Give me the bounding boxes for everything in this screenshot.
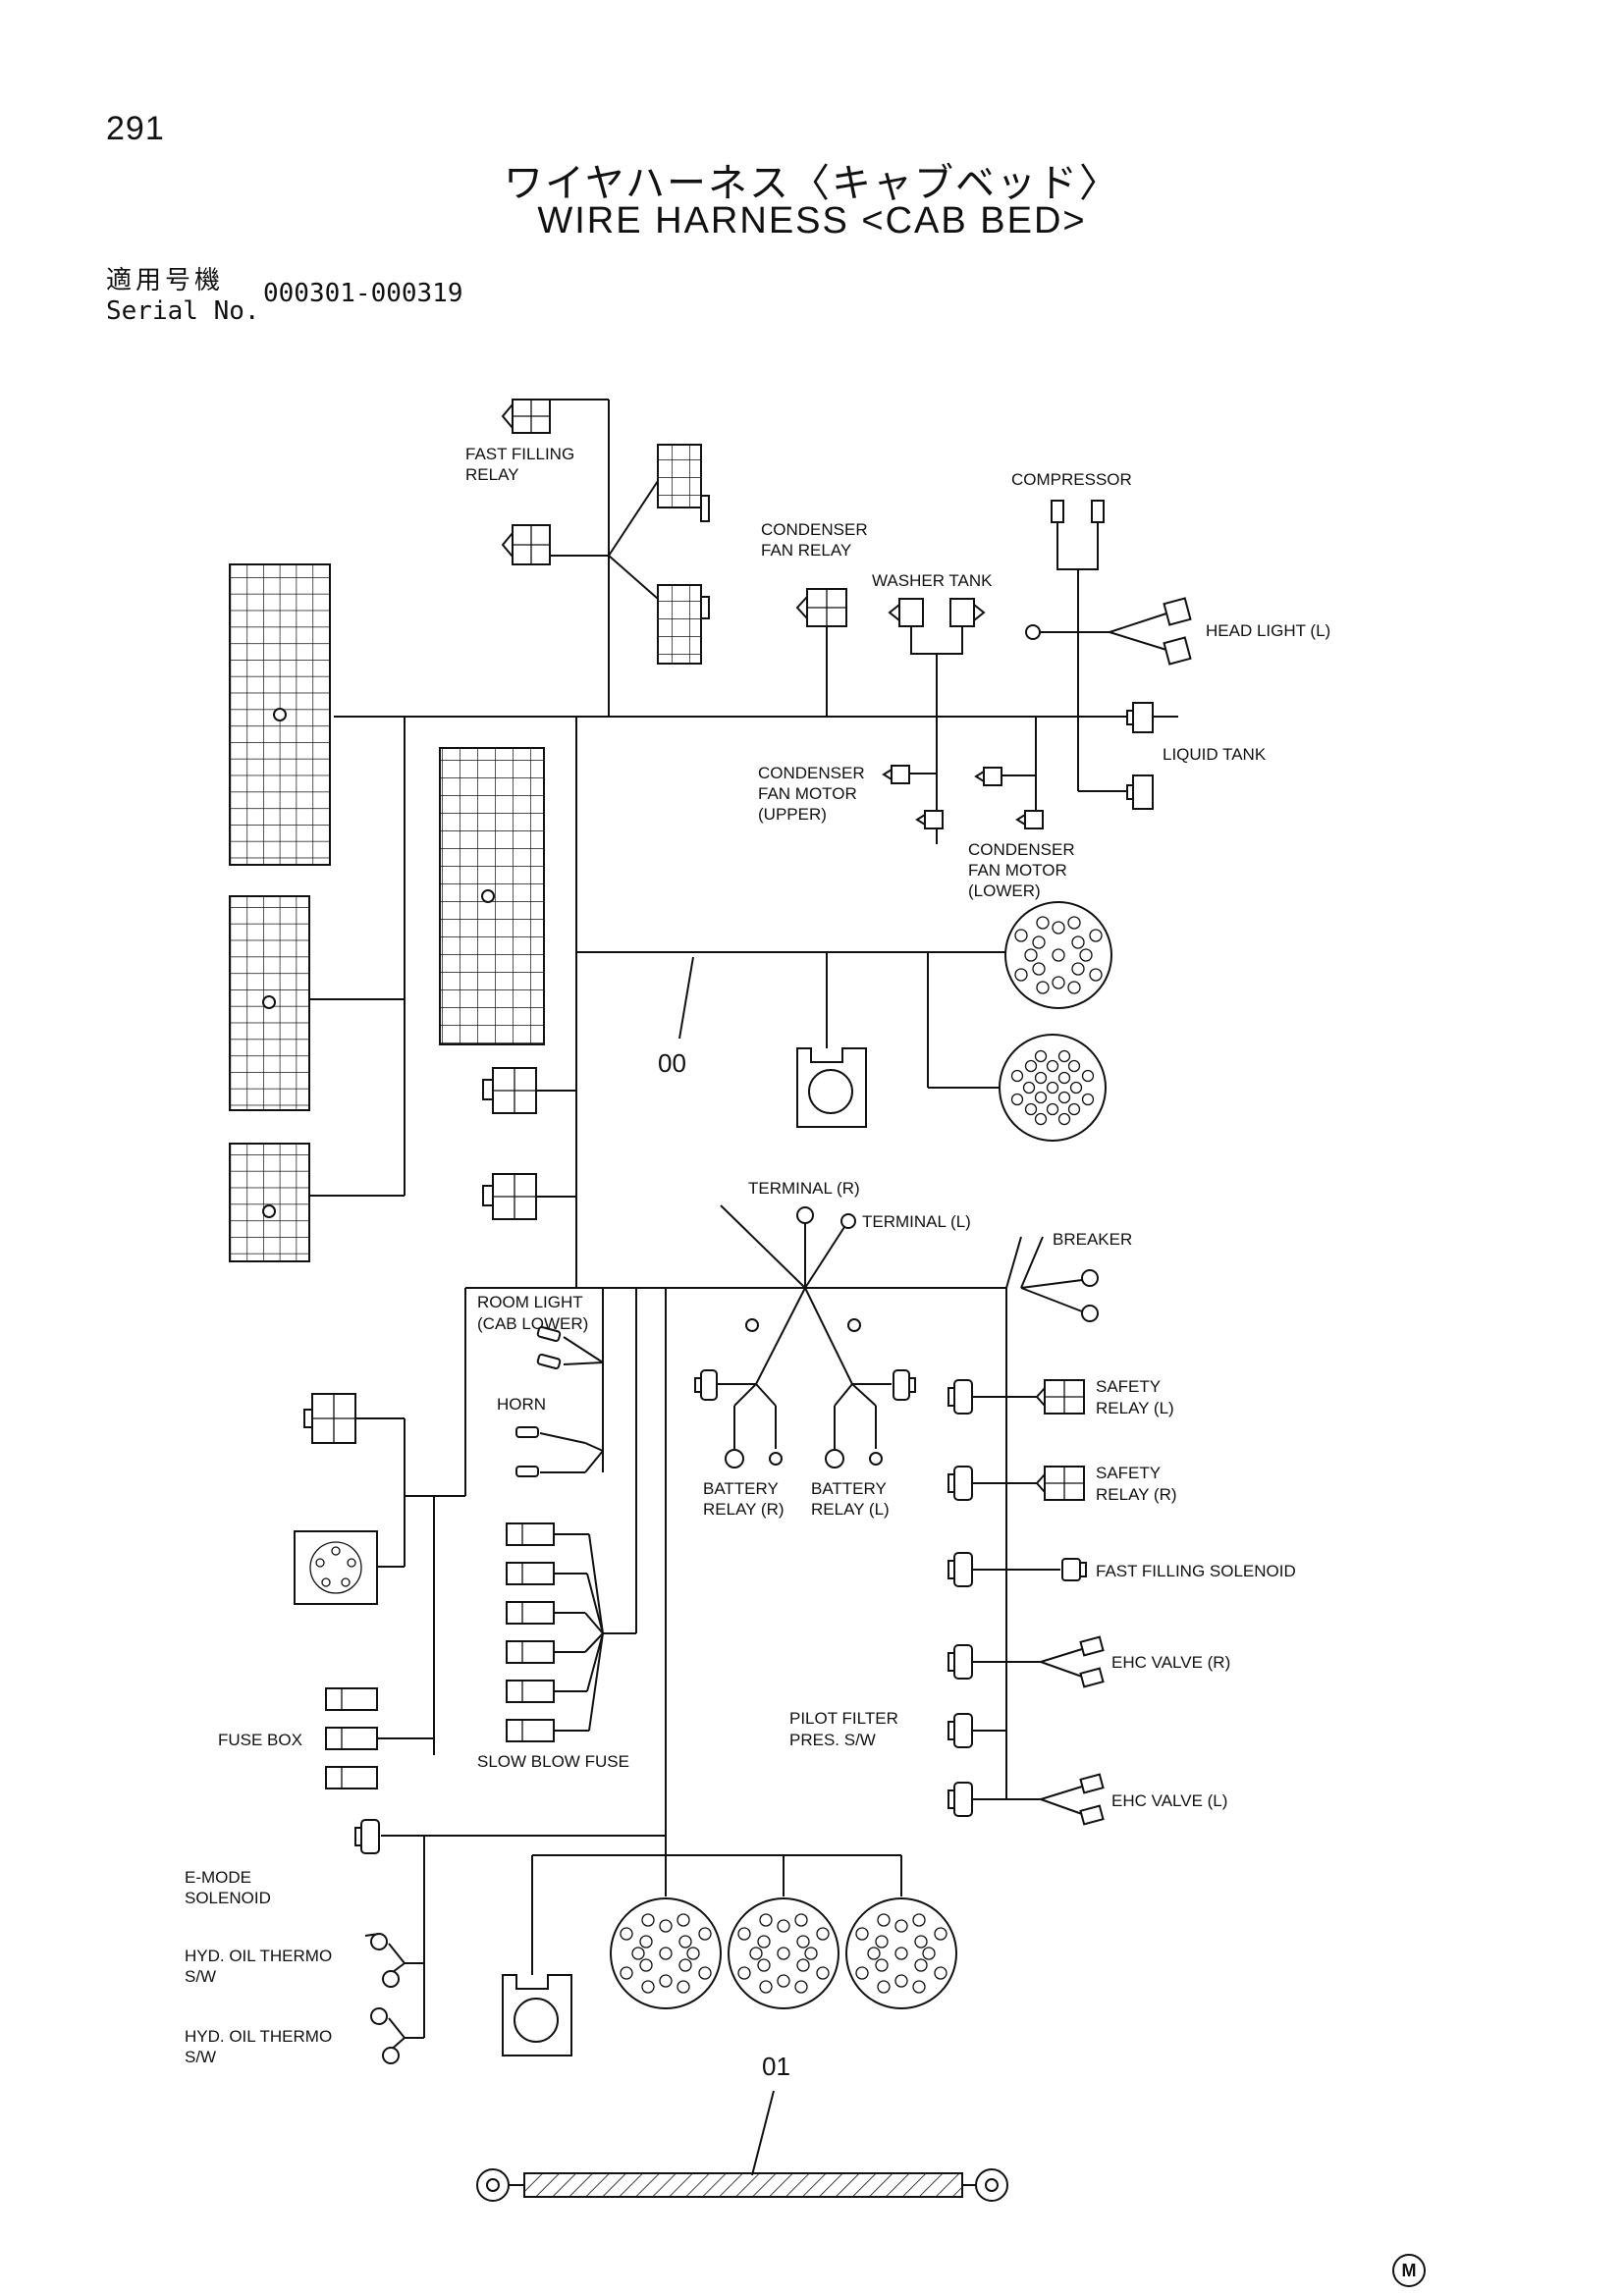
fast-filling-relay-block-b — [657, 584, 710, 665]
condenser-fan-motor-upper-connectors — [882, 765, 944, 844]
bottom-connector-bus — [531, 1854, 902, 1975]
ehc-valve-l-label: EHC VALVE (L) — [1111, 1791, 1227, 1810]
room-light-label-line1: ROOM LIGHT — [477, 1293, 583, 1311]
part-number-00: 00 — [658, 1048, 686, 1078]
cfm-upper-label-line1: CONDENSER — [758, 764, 865, 782]
safety-relay-r-label-line2: RELAY (R) — [1096, 1485, 1177, 1504]
hyd-oil-thermo-a-label-line1: HYD. OIL THERMO — [185, 1947, 332, 1965]
hyd-oil-thermo-b-label-line2: S/W — [185, 2048, 216, 2066]
e-mode-solenoid-branch — [354, 1819, 666, 2039]
fast-filling-relay-connector-lower — [501, 524, 551, 565]
pilot-filter-label-line1: PILOT FILTER — [789, 1709, 898, 1728]
ground-bracket-upper — [796, 952, 867, 1128]
battery-relay-l-label-line1: BATTERY — [811, 1479, 887, 1498]
small-connector-center-b — [482, 1173, 576, 1220]
small-connector-center-a — [482, 1067, 576, 1114]
terminal-l-label: TERMINAL (L) — [862, 1212, 971, 1231]
round-connector-lower — [927, 952, 1107, 1142]
safety-relay-l-connector — [947, 1379, 1085, 1415]
breaker-connector — [1005, 1236, 1099, 1322]
page-title-english: WIRE HARNESS <CAB BED> — [537, 200, 1087, 241]
breaker-label: BREAKER — [1053, 1230, 1132, 1249]
serial-range: 000301-000319 — [263, 279, 463, 308]
connector-block-top-left — [229, 563, 331, 866]
pilot-filter-pres-sw-connector — [947, 1713, 1006, 1748]
fast-filling-relay-label-line1: FAST FILLING — [465, 445, 574, 463]
ground-cable-part-01 — [476, 2090, 1008, 2202]
hyd-oil-thermo-a-switch — [364, 1933, 406, 1988]
fast-filling-relay-block-a — [657, 444, 710, 522]
connector-block-mid-left — [229, 895, 310, 1111]
battery-relay-l-label-line2: RELAY (L) — [811, 1500, 890, 1519]
cfm-lower-label-line2: FAN MOTOR — [968, 861, 1067, 880]
battery-relay-r-label-line1: BATTERY — [703, 1479, 779, 1498]
manufacturer-mark: M — [1392, 2254, 1426, 2287]
washer-tank-connectors — [888, 598, 986, 844]
room-light-horn-branch — [433, 1287, 604, 1755]
hyd-oil-thermo-a-label-line2: S/W — [185, 1967, 216, 1986]
main-harness-trunk — [308, 399, 1178, 1855]
connector-block-low-left — [229, 1143, 310, 1262]
relay-box-left — [303, 1393, 434, 1568]
hyd-oil-thermo-b-switch — [370, 2007, 406, 2064]
condenser-fan-relay-connector — [795, 588, 847, 717]
cfm-lower-label-line3: (LOWER) — [968, 881, 1041, 900]
round-connector-upper — [928, 901, 1112, 1009]
battery-relay-r-label-line2: RELAY (R) — [703, 1500, 785, 1519]
bottom-round-connector-3 — [845, 1897, 957, 2009]
liquid-tank-label: LIQUID TANK — [1163, 745, 1267, 764]
fast-filling-solenoid-label: FAST FILLING SOLENOID — [1096, 1562, 1296, 1580]
slow-blow-fuse-label: SLOW BLOW FUSE — [477, 1752, 629, 1771]
fast-filling-relay-label-line2: RELAY — [465, 465, 519, 484]
cfm-upper-label-line2: FAN MOTOR — [758, 784, 857, 803]
safety-relay-r-label-line1: SAFETY — [1096, 1464, 1161, 1482]
ehc-valve-r-label: EHC VALVE (R) — [1111, 1653, 1230, 1672]
e-mode-label-line1: E-MODE — [185, 1868, 251, 1887]
hyd-oil-thermo-b-label-line1: HYD. OIL THERMO — [185, 2027, 332, 2046]
liquid-tank-connectors — [1078, 702, 1154, 810]
head-light-label: HEAD LIGHT (L) — [1206, 621, 1330, 640]
fuse-box-connectors — [325, 1687, 435, 1789]
safety-relay-r-connector — [947, 1466, 1085, 1501]
condenser-fan-motor-lower-connectors — [974, 717, 1044, 829]
battery-relay-star — [694, 1204, 916, 1468]
ehc-valve-r-connector — [947, 1635, 1105, 1688]
terminal-r-label: TERMINAL (R) — [748, 1179, 860, 1198]
serial-label-english: Serial No. — [106, 296, 260, 326]
pilot-filter-label-line2: PRES. S/W — [789, 1731, 876, 1749]
page-title-japanese: ワイヤハーネス〈キャブベッド〉 — [504, 161, 1120, 206]
fast-filling-relay-connector-top — [501, 399, 551, 434]
connector-block-center — [439, 747, 545, 1045]
condenser-fan-relay-label-line1: CONDENSER — [761, 520, 868, 539]
e-mode-label-line2: SOLENOID — [185, 1889, 271, 1907]
washer-tank-label: WASHER TANK — [872, 571, 993, 590]
serial-label-japanese: 適用号機 — [106, 266, 225, 295]
part-number-01: 01 — [762, 2052, 790, 2081]
slow-blow-fuse-connectors — [506, 1288, 637, 1742]
cfm-lower-label-line1: CONDENSER — [968, 840, 1075, 859]
head-light-connector — [1025, 597, 1192, 666]
fast-filling-solenoid-connector — [947, 1552, 1087, 1587]
compressor-connector — [1051, 500, 1105, 791]
safety-relay-l-label-line2: RELAY (L) — [1096, 1399, 1174, 1417]
ground-bracket-lower — [502, 1974, 572, 2056]
compressor-label: COMPRESSOR — [1011, 470, 1132, 489]
cfm-upper-label-line3: (UPPER) — [758, 805, 827, 824]
part-number-00-leader — [678, 956, 694, 1040]
room-light-label-line2: (CAB LOWER) — [477, 1314, 588, 1333]
page-number: 291 — [106, 110, 165, 147]
bottom-round-connector-1 — [610, 1897, 722, 2009]
fuse-box-label: FUSE BOX — [218, 1731, 302, 1749]
round-socket-left — [294, 1530, 378, 1605]
ehc-valve-l-connector — [947, 1773, 1105, 1826]
condenser-fan-relay-label-line2: FAN RELAY — [761, 541, 851, 560]
bottom-round-connector-2 — [728, 1897, 839, 2009]
horn-label: HORN — [497, 1395, 546, 1414]
safety-relay-l-label-line1: SAFETY — [1096, 1377, 1161, 1396]
